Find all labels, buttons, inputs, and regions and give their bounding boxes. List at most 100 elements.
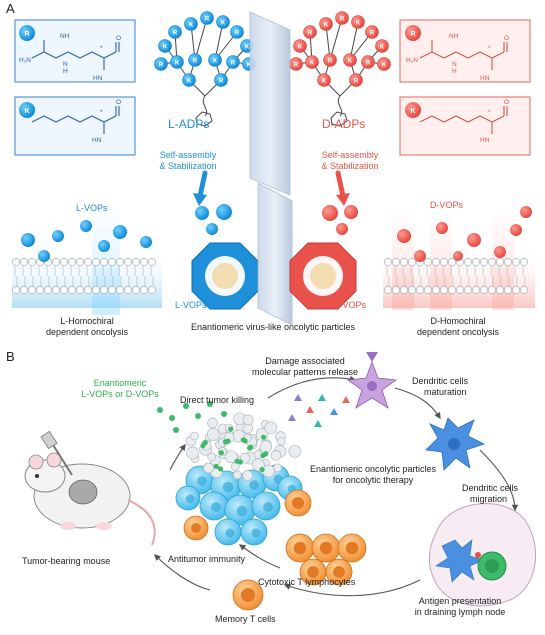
chem-h-l-arg: H xyxy=(63,68,68,75)
chem-star-l-arg: * xyxy=(100,45,103,52)
adp-residue-letter: R xyxy=(354,79,359,85)
adp-residue-node xyxy=(168,25,182,39)
right-membrane-scene xyxy=(383,206,535,310)
antitumor-label: Antitumor immunity xyxy=(168,554,246,564)
adp-residue-node xyxy=(226,55,240,69)
adp-residue-letter: K xyxy=(247,63,252,69)
mouse-label: Tumor-bearing mouse xyxy=(22,556,111,566)
adp-residue-letter: K xyxy=(187,79,192,85)
l-vops-membrane-label: L-VOPs xyxy=(76,203,108,213)
adp-residue-letter: R xyxy=(231,61,236,67)
adp-residue-node xyxy=(375,39,389,53)
adp-residue-letter: R xyxy=(219,79,224,85)
adp-residue-node xyxy=(154,57,168,71)
chem-o-d-lys: O xyxy=(504,99,509,106)
chem-star-l-lys: * xyxy=(100,109,103,116)
mirror-plane-center xyxy=(257,182,293,326)
chem-star-d-arg: * xyxy=(488,45,491,52)
self-assembly-arrowhead-d xyxy=(336,193,350,206)
adp-residue-letter: K xyxy=(189,23,194,29)
dc-maturation-line2: maturation xyxy=(424,387,467,397)
d-vops-particle-label: D-VOPs xyxy=(333,300,367,310)
dc-migration-line1: Dendritic cells xyxy=(462,483,519,493)
self-assembly-d-line2: & Stabilization xyxy=(321,161,379,171)
dendritic-cell-immature xyxy=(346,352,398,409)
memory-label: Memory T cells xyxy=(215,614,276,624)
adp-residue-node xyxy=(182,73,196,87)
self-assembly-d-line1: Self-assembly xyxy=(321,150,379,160)
antitumor-t-cells xyxy=(183,489,312,541)
chem-nh-l-arg: NH xyxy=(60,33,70,40)
chem-nh-d-arg: NH xyxy=(449,33,459,40)
adp-residue-node xyxy=(343,53,357,67)
adp-residue-letter: R xyxy=(328,59,333,65)
adp-residue-node xyxy=(365,25,379,39)
adp-residue-letter: R xyxy=(205,17,210,23)
panel-a-letter: A xyxy=(6,1,15,16)
adp-residue-letter: K xyxy=(298,45,303,51)
adp-residue-node xyxy=(305,55,319,69)
adp-residue-letter: K xyxy=(221,21,226,27)
adp-residue-node xyxy=(170,55,184,69)
d-adps-label: D-ADPs xyxy=(322,117,366,131)
adp-residue-letter: R xyxy=(235,31,240,37)
adp-residue-letter: R xyxy=(308,31,313,37)
adp-residue-letter: K xyxy=(382,63,387,69)
badge-r-l-box: R xyxy=(24,31,29,38)
tumor-bearing-mouse xyxy=(24,430,156,546)
adp-residue-node xyxy=(317,73,331,87)
self-assembly-l-line1: Self-assembly xyxy=(159,150,217,160)
self-assembly-arrowhead-l xyxy=(193,193,207,206)
chem-o-d-arg: O xyxy=(504,35,509,42)
adp-residue-node xyxy=(349,73,363,87)
d-arginine-structure-box xyxy=(399,19,531,83)
self-assembly-l-line2: & Stabilization xyxy=(159,161,217,171)
residue-badges-in-boxes: R K R K xyxy=(19,25,421,118)
d-vops-membrane-label: D-VOPs xyxy=(430,200,464,210)
memory-t-cell xyxy=(232,579,264,611)
l-arginine-structure-box xyxy=(14,19,136,83)
chem-o-l-lys: O xyxy=(116,99,121,106)
adp-residue-node xyxy=(293,39,307,53)
self-assembly-arrow-d xyxy=(335,170,346,199)
left-caption-line1: L-Homochiral xyxy=(60,316,114,326)
adp-residue-letter: R xyxy=(294,63,299,69)
d-lysine-structure-box xyxy=(399,96,531,156)
adp-residue-node xyxy=(158,39,172,53)
adp-residue-node xyxy=(200,11,214,25)
adp-residue-letter: R xyxy=(370,31,375,37)
adp-residue-node xyxy=(208,53,222,67)
adp-residue-letter: K xyxy=(348,59,353,65)
adp-residue-letter: R xyxy=(159,63,164,69)
adp-residue-node xyxy=(319,17,333,31)
adp-residue-letter: K xyxy=(322,79,327,85)
badge-r-d-box: R xyxy=(410,31,415,38)
badge-k-l-box: K xyxy=(24,108,29,115)
chem-hn-l-lys: HN xyxy=(92,137,102,144)
l-vops-particle-label: L-VOPs xyxy=(175,300,207,310)
adp-residue-node xyxy=(335,11,349,25)
l-lysine-structure-box xyxy=(14,96,136,156)
adp-residue-letter: R xyxy=(340,17,345,23)
chem-hn-d-lys: HN xyxy=(480,137,490,144)
lymph-node xyxy=(428,503,537,607)
dc-migration-line2: migration xyxy=(470,494,508,504)
antigen-label-line1: Antigen presentation xyxy=(418,596,502,606)
damp-label-line1: Damage associated xyxy=(265,356,345,366)
self-assembly-arrow-l xyxy=(197,170,208,199)
right-caption-line1: D-Homochiral xyxy=(430,316,486,326)
adp-residue-letter: R xyxy=(173,31,178,37)
therapy-label-line2: for oncolytic therapy xyxy=(332,475,414,485)
adp-residue-letter: R xyxy=(366,61,371,67)
chem-hn-l-arg: HN xyxy=(93,75,103,82)
adp-residue-letter: K xyxy=(175,61,180,67)
adp-residue-node xyxy=(377,57,391,71)
adp-residue-node xyxy=(230,25,244,39)
adp-residue-node xyxy=(323,53,337,67)
dendritic-cell-mature xyxy=(425,417,486,471)
badge-k-d-box: K xyxy=(410,108,415,115)
damp-label-line2: molecular patterns release xyxy=(251,367,359,377)
